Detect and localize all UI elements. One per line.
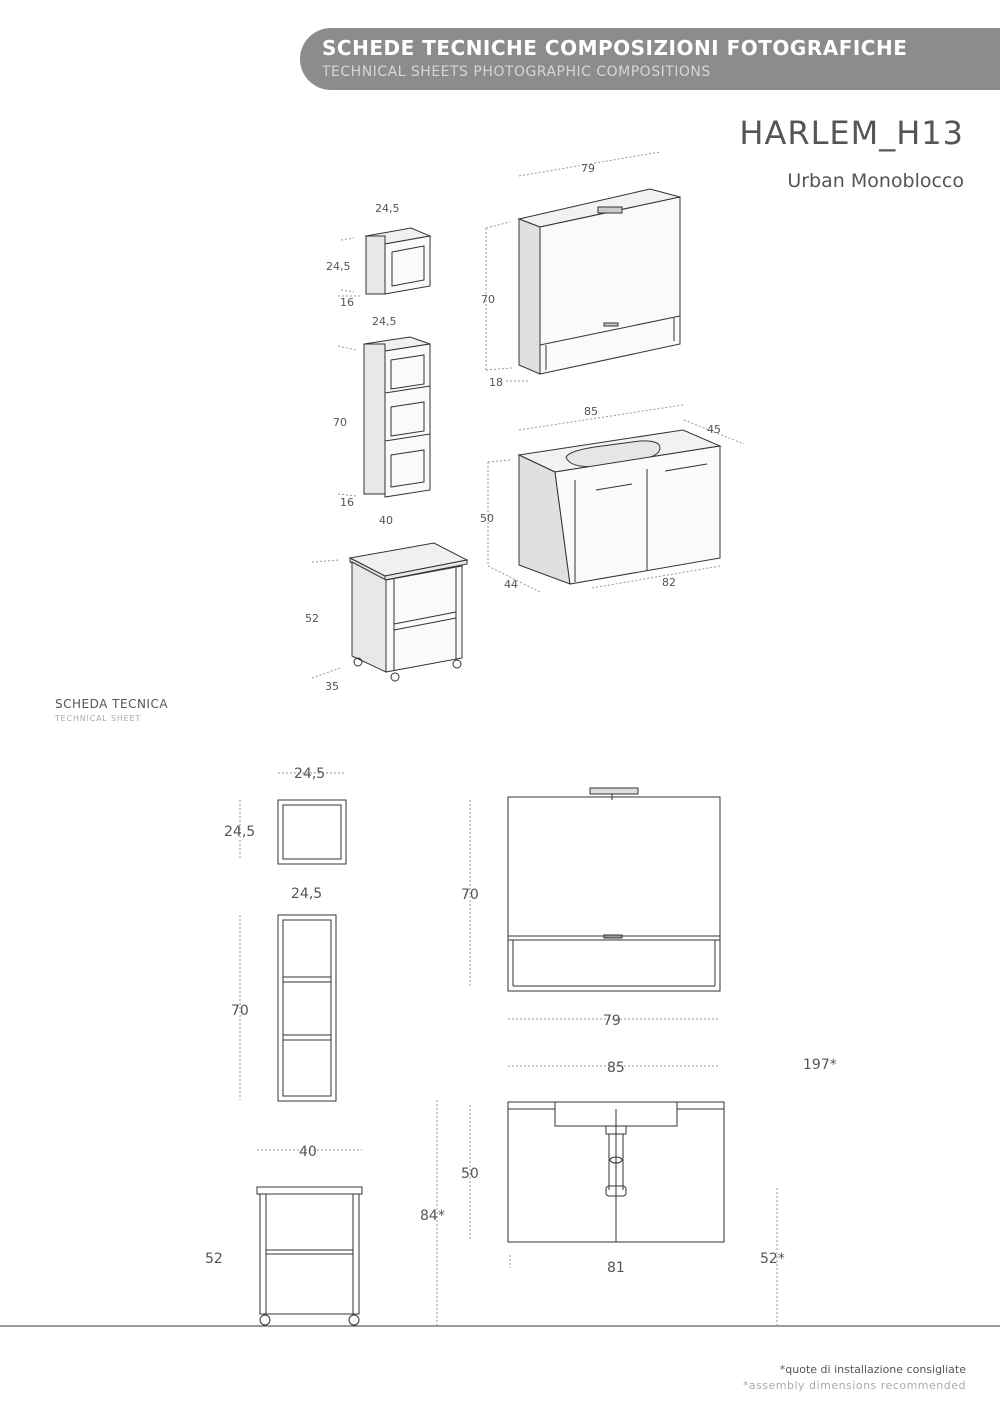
front-vanity-width: 81 (607, 1260, 625, 1276)
front-column-height: 70 (231, 1003, 249, 1019)
front-cube (277, 799, 347, 865)
iso-mirror-cabinet (517, 188, 681, 375)
iso-vanity-base-width: 82 (662, 576, 676, 589)
product-subtitle: Urban Monoblocco (787, 170, 964, 192)
install-total-height: 197* (803, 1057, 837, 1073)
sheet-label: SCHEDA TECNICA (55, 697, 169, 711)
header-title: SCHEDE TECNICHE COMPOSIZIONI FOTOGRAFICH… (322, 36, 908, 60)
product-name: HARLEM_H13 (739, 114, 964, 152)
iso-cube-width: 24,5 (375, 202, 400, 215)
iso-column-height: 70 (333, 416, 347, 429)
iso-cube (364, 227, 432, 295)
install-note-it: *quote di installazione consigliate (779, 1363, 966, 1376)
iso-cube-height: 24,5 (326, 260, 351, 273)
header-subtitle: TECHNICAL SHEETS PHOTOGRAPHIC COMPOSITIO… (322, 64, 711, 80)
iso-mirror-depth: 18 (489, 376, 503, 389)
front-column-width: 24,5 (291, 886, 322, 902)
iso-mirror-height: 70 (481, 293, 495, 306)
header-banner: SCHEDE TECNICHE COMPOSIZIONI FOTOGRAFICH… (300, 28, 1000, 90)
iso-trolley-depth: 35 (325, 680, 339, 693)
install-vanity-height: 84* (420, 1208, 445, 1224)
iso-vanity (517, 429, 722, 585)
front-vanity (507, 1101, 725, 1243)
front-vanity-height: 50 (461, 1166, 479, 1182)
front-column (277, 914, 337, 1102)
front-mirror-width: 79 (603, 1013, 621, 1029)
iso-trolley-width: 40 (379, 514, 393, 527)
iso-vanity-base-depth: 44 (504, 578, 518, 591)
install-note-en: *assembly dimensions recommended (742, 1379, 966, 1392)
iso-vanity-depth: 45 (707, 423, 721, 436)
iso-vanity-width: 85 (584, 405, 598, 418)
iso-column (363, 336, 431, 498)
iso-column-depth: 16 (340, 496, 354, 509)
iso-cube-depth: 16 (340, 296, 354, 309)
iso-vanity-height: 50 (480, 512, 494, 525)
front-cube-width: 24,5 (294, 766, 325, 782)
front-mirror-height: 70 (461, 887, 479, 903)
install-trolley-height: 52* (760, 1251, 785, 1267)
front-cube-height: 24,5 (224, 824, 255, 840)
front-mirror-cabinet (507, 787, 721, 992)
front-trolley-width: 40 (299, 1144, 317, 1160)
front-trolley-height: 52 (205, 1251, 223, 1267)
front-trolley (256, 1186, 363, 1326)
iso-column-width: 24,5 (372, 315, 397, 328)
iso-mirror-width: 79 (581, 162, 595, 175)
sheet-label-en: TECHNICAL SHEET (55, 714, 142, 723)
front-vanity-top-width: 85 (607, 1060, 625, 1076)
iso-trolley (348, 542, 469, 682)
iso-trolley-height: 52 (305, 612, 319, 625)
